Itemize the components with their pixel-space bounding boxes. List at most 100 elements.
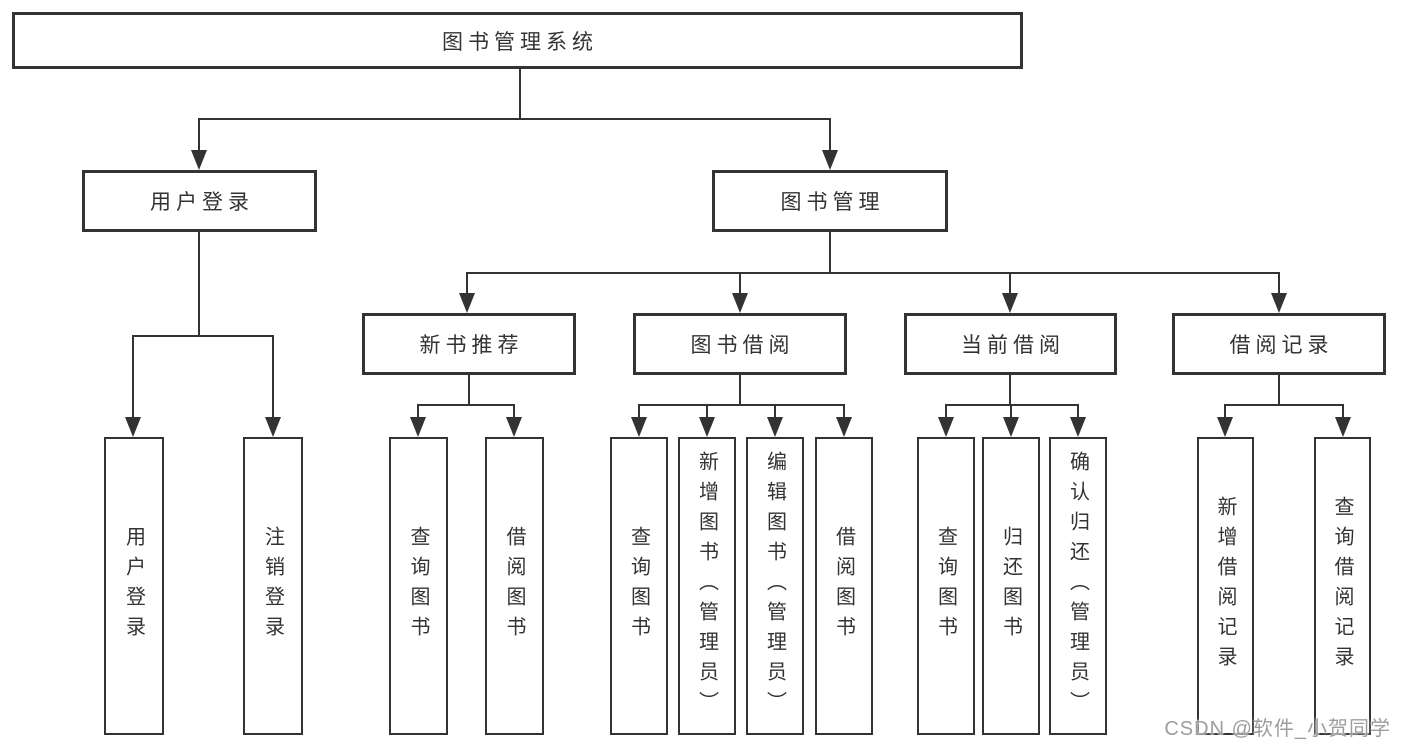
arrowhead-icon (1003, 417, 1019, 437)
arrow-leaf (506, 404, 522, 437)
arrowhead-icon (1271, 293, 1287, 313)
connector-login-rail (133, 335, 274, 337)
arrowhead-icon (631, 417, 647, 437)
arrow-leaf (1217, 404, 1233, 437)
arrowhead-icon (938, 417, 954, 437)
arrow-leaf (767, 404, 783, 437)
arrow-leaf (1335, 404, 1351, 437)
connector-level2-rail (467, 272, 1280, 274)
arrowhead-icon (699, 417, 715, 437)
connector-root-stem (519, 69, 521, 118)
leaf-query-books-1: 查询图书 (389, 437, 448, 735)
arrowhead-icon (767, 417, 783, 437)
leaf-label: 编辑图书（管理员） (763, 451, 786, 721)
node-new-book-recommend: 新书推荐 (362, 313, 576, 375)
arrow-shaft (829, 118, 831, 153)
arrow-leaf (938, 404, 954, 437)
arrowhead-icon (1002, 293, 1018, 313)
leaf-borrow-books-1: 借阅图书 (485, 437, 544, 735)
arrow-leaf (836, 404, 852, 437)
arrow-leaf (1003, 404, 1019, 437)
arrow-shaft (466, 272, 468, 296)
leaf-edit-book-admin: 编辑图书（管理员） (746, 437, 804, 735)
arrowhead-icon (1217, 417, 1233, 437)
leaf-query-books-2: 查询图书 (610, 437, 668, 735)
leaf-user-login: 用户登录 (104, 437, 164, 735)
arrowhead-icon (732, 293, 748, 313)
leaf-label: 查询借阅记录 (1331, 496, 1353, 676)
leaf-label: 借阅图书 (503, 526, 525, 646)
arrow-to-logout-leaf (265, 335, 281, 437)
leaf-borrow-books-2: 借阅图书 (815, 437, 873, 735)
node-book-borrow: 图书借阅 (633, 313, 847, 375)
leaf-return-book: 归还图书 (982, 437, 1040, 735)
node-current-borrow: 当前借阅 (904, 313, 1117, 375)
arrow-shaft (1010, 404, 1012, 420)
leaf-label: 借阅图书 (832, 526, 855, 646)
leaf-add-book-admin: 新增图书（管理员） (678, 437, 736, 735)
connector-newbook-rail (418, 404, 515, 406)
arrow-leaf (631, 404, 647, 437)
arrowhead-icon (1335, 417, 1351, 437)
arrow-shaft (1077, 404, 1079, 420)
arrow-shaft (272, 335, 274, 420)
node-book-mgmt: 图书管理 (712, 170, 948, 232)
arrowhead-icon (506, 417, 522, 437)
leaf-label: 归还图书 (999, 526, 1022, 646)
arrow-shaft (638, 404, 640, 420)
arrow-shaft (417, 404, 419, 420)
arrow-leaf (410, 404, 426, 437)
arrowhead-icon (1070, 417, 1086, 437)
arrow-to-borrow-records (1271, 272, 1287, 313)
leaf-label: 新增图书（管理员） (695, 451, 718, 721)
arrow-shaft (132, 335, 134, 420)
csdn-watermark: CSDN @软件_小贺同学 (1164, 718, 1391, 740)
arrowhead-icon (822, 150, 838, 170)
arrow-to-book-borrow (732, 272, 748, 313)
arrow-leaf (699, 404, 715, 437)
leaf-label: 新增借阅记录 (1214, 496, 1236, 676)
leaf-query-borrow-record: 查询借阅记录 (1314, 437, 1371, 735)
leaf-add-borrow-record: 新增借阅记录 (1197, 437, 1254, 735)
connector-newbook-stem (468, 375, 470, 404)
arrow-shaft (198, 118, 200, 153)
arrow-shaft (1342, 404, 1344, 420)
connector-bookmgmt-stem (829, 232, 831, 272)
connector-login-stem (198, 232, 200, 335)
leaf-query-books-3: 查询图书 (917, 437, 975, 735)
arrowhead-icon (836, 417, 852, 437)
arrow-shaft (1278, 272, 1280, 296)
leaf-label: 查询图书 (407, 526, 429, 646)
arrow-shaft (706, 404, 708, 420)
leaf-label: 注销登录 (261, 526, 284, 646)
connector-current-rail (946, 404, 1078, 406)
connector-records-rail (1225, 404, 1343, 406)
node-book-management-system: 图书管理系统 (12, 12, 1023, 69)
arrow-to-new-book (459, 272, 475, 313)
connector-records-stem (1278, 375, 1280, 404)
arrow-to-current-borrow (1002, 272, 1018, 313)
arrow-shaft (945, 404, 947, 420)
node-user-login: 用户登录 (82, 170, 317, 232)
leaf-label: 确认归还（管理员） (1066, 451, 1089, 721)
arrow-shaft (513, 404, 515, 420)
arrowhead-icon (265, 417, 281, 437)
leaf-label: 查询图书 (934, 526, 957, 646)
arrowhead-icon (459, 293, 475, 313)
arrowhead-icon (410, 417, 426, 437)
connector-borrow-rail (639, 404, 844, 406)
leaf-logout: 注销登录 (243, 437, 303, 735)
connector-level1-rail (198, 118, 831, 120)
arrow-shaft (843, 404, 845, 420)
arrow-shaft (774, 404, 776, 420)
node-borrow-records: 借阅记录 (1172, 313, 1386, 375)
arrowhead-icon (125, 417, 141, 437)
arrow-to-book-mgmt (822, 118, 838, 170)
connector-current-stem (1009, 375, 1011, 404)
arrow-to-user-login (191, 118, 207, 170)
leaf-confirm-return-admin: 确认归还（管理员） (1049, 437, 1107, 735)
arrow-leaf (1070, 404, 1086, 437)
arrowhead-icon (191, 150, 207, 170)
leaf-label: 查询图书 (627, 526, 650, 646)
